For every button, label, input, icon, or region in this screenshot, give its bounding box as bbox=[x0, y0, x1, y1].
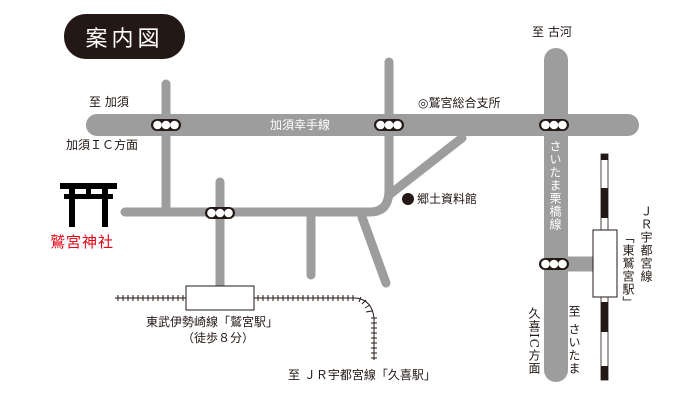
jr-station-label: 「東鷲宮駅」 bbox=[621, 231, 635, 309]
road-label-kazo-satte: 加須幸手線 bbox=[270, 118, 331, 132]
direction-kazo-ic: 加須ＩＣ方面 bbox=[66, 138, 139, 152]
washinomiya-shrine-label[interactable]: 鷲宮神社 bbox=[50, 233, 115, 251]
road-diagonal-ne bbox=[384, 133, 467, 200]
traffic-light-icon bbox=[205, 207, 235, 219]
direction-to-jr-kuki: 至 ＪＲ宇都宮線「久喜駅」 bbox=[288, 368, 436, 382]
tobu-walk-time: （徒歩８分） bbox=[182, 331, 255, 345]
traffic-light-icon bbox=[151, 119, 181, 131]
traffic-light-icon bbox=[539, 119, 569, 131]
tobu-station-label: 東武伊勢崎線「鷲宮駅」 bbox=[146, 315, 279, 329]
direction-to-kazo: 至 加須 bbox=[89, 95, 129, 109]
torii-gate-icon[interactable] bbox=[60, 183, 117, 227]
jr-line-label: ＪＲ宇都宮線 bbox=[639, 205, 653, 283]
direction-to-saitama: 至 さいたま bbox=[567, 305, 581, 375]
museum-label: 郷土資料館 bbox=[417, 192, 478, 206]
direction-kuki-ic: 久喜IC方面 bbox=[527, 307, 541, 375]
filled-circle-icon bbox=[402, 193, 414, 205]
branch-office-label: ◎鷲宮総合支所 bbox=[418, 96, 501, 110]
jr-higashi-washinomiya-station[interactable] bbox=[592, 229, 618, 298]
road-diagonal-se bbox=[357, 212, 391, 288]
traffic-light-icon bbox=[539, 258, 569, 270]
tobu-railway bbox=[115, 295, 377, 360]
traffic-light-icon bbox=[374, 119, 404, 131]
direction-to-koga: 至 古河 bbox=[532, 25, 572, 39]
tobu-washinomiya-station[interactable] bbox=[185, 285, 255, 311]
page-title: 案内図 bbox=[64, 14, 185, 59]
road-label-saitama-kurihashi: さいたま栗橋線 bbox=[548, 140, 562, 231]
